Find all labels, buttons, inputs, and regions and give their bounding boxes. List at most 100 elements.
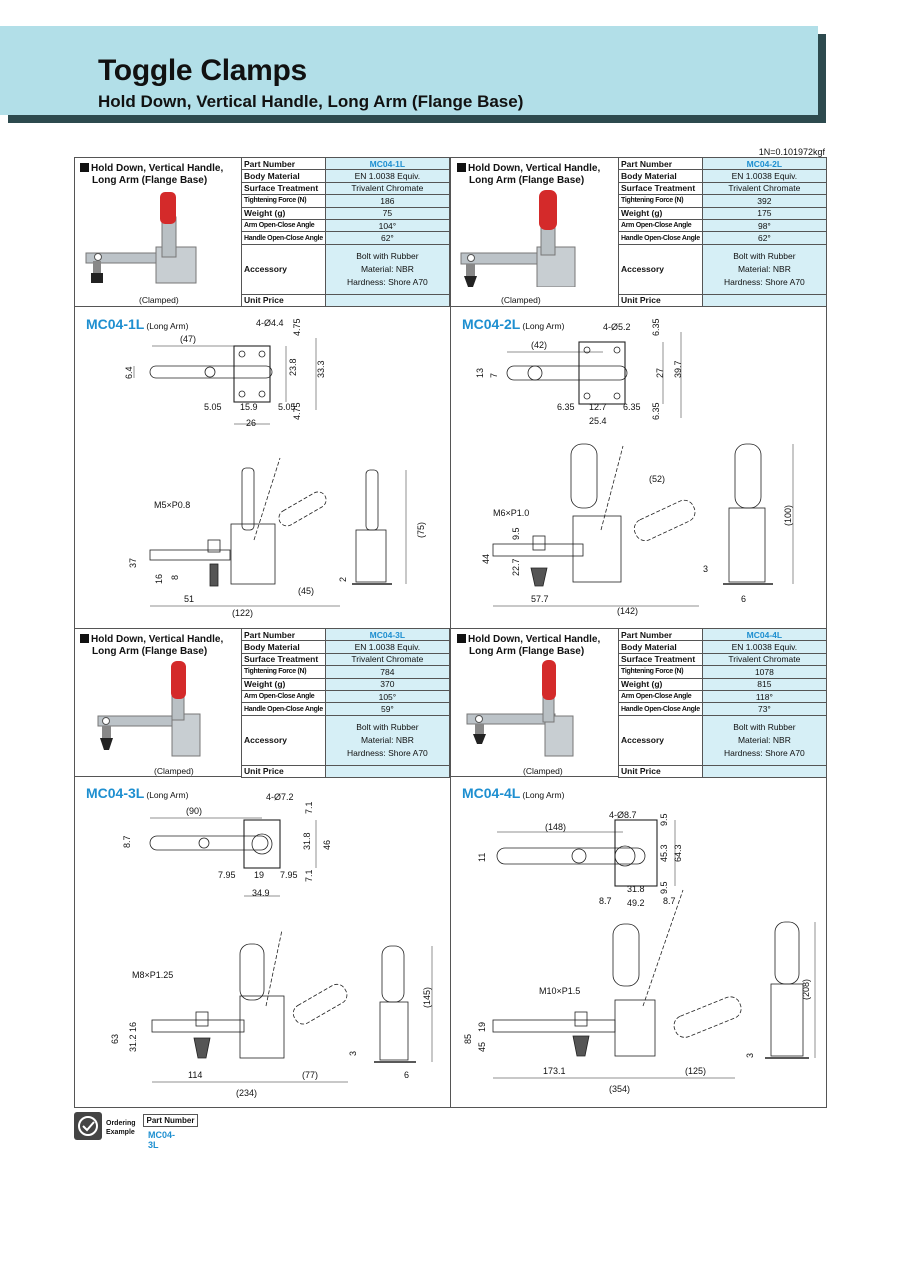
top-view [496,819,676,887]
side-view [492,443,794,607]
dim-label: 8.7 [599,896,612,906]
part-number-value: MC04-2L [701,156,828,171]
side-view [151,929,433,1083]
part-number-value: MC04-3L [324,627,451,642]
dim-label: 7.95 [280,870,298,880]
dim-label: 7 [489,373,499,378]
part-number-value: MC04-1L [324,156,451,171]
dim-label: 5.05 [278,402,296,412]
clamped-caption: (Clamped) [154,766,194,776]
dim-label: (100) [783,505,793,526]
dim-label: 13 [475,368,485,378]
center-divider [450,157,451,1108]
dim-label: (145) [422,987,432,1008]
side-view [149,457,407,607]
divider [74,628,827,629]
spec-block-mc04-1l: Hold Down, Vertical Handle,Long Arm (Fla… [74,156,451,308]
clamped-caption: (Clamped) [523,766,563,776]
dim-label: 16 [154,574,164,584]
dim-label: 6.4 [124,366,134,379]
dim-label: 9.5 [659,813,669,826]
clamp-photo [97,661,201,757]
dim-label: 3 [348,1051,358,1056]
spec-block-title: Hold Down, Vertical Handle,Long Arm (Fla… [80,163,223,187]
unit-price-field[interactable] [701,764,828,779]
dim-label: 11 [477,853,487,862]
dim-label: 6.35 [651,318,661,336]
dim-label: 44 [481,554,491,564]
spec-block-mc04-4l: Hold Down, Vertical Handle,Long Arm (Fla… [451,627,828,779]
dim-label: (42) [531,340,547,350]
dim-label: 26 [246,418,256,428]
spec-block-title: Hold Down, Vertical Handle,Long Arm (Fla… [80,634,223,658]
dim-label: 12.7 [589,402,607,412]
dim-label: 3 [745,1053,755,1058]
dim-label: 8.7 [663,896,676,906]
dim-label: 16 [128,1022,138,1032]
dim-label: M8×P1.25 [132,970,173,980]
drawing-title: MC04-4L(Long Arm) [462,785,565,801]
dim-label: 85 [463,1034,473,1044]
unit-price-field[interactable] [701,293,828,308]
dim-label: 49.2 [627,898,645,908]
dim-label: 31.8 [627,884,645,894]
dim-label: 6.35 [557,402,575,412]
page-subtitle: Hold Down, Vertical Handle, Long Arm (Fl… [98,92,524,111]
dim-label: (354) [609,1084,630,1094]
dim-label: 64.3 [673,844,683,862]
dim-label: 3 [703,564,708,574]
spec-block-mc04-2l: Hold Down, Vertical Handle,Long Arm (Fla… [451,156,828,308]
dim-label: 4-Ø8.7 [609,810,637,820]
dim-label: (77) [302,1070,318,1080]
dim-label: 5.05 [204,402,222,412]
dim-label: 6 [404,1070,409,1080]
dim-label: 15.9 [240,402,258,412]
divider [74,776,827,777]
drawing-title: MC04-3L(Long Arm) [86,785,189,801]
divider [74,306,827,307]
unit-price-field[interactable] [324,293,451,308]
dim-label: 7.1 [304,869,314,882]
unit-price-field[interactable] [324,764,451,779]
dim-label: 33.3 [316,360,326,378]
dim-label: 8.7 [122,835,132,848]
dim-label: 4-Ø7.2 [266,792,294,802]
drawing-title: MC04-1L(Long Arm) [86,316,189,332]
dim-label: 19 [477,1022,487,1032]
dim-label: 6 [741,594,746,604]
dim-label: 4.75 [292,318,302,336]
top-view [506,332,682,418]
clamped-caption: (Clamped) [139,295,179,305]
drawing-title: MC04-2L(Long Arm) [462,316,565,332]
unit-conversion-note: 1N=0.101972kgf [758,147,825,157]
dim-label: (125) [685,1066,706,1076]
dim-label: (45) [298,586,314,596]
dim-label: 6.35 [623,402,641,412]
technical-drawing-mc04-2l: 4-Ø5.2 (42) 13 7 27 39.7 6.35 6.35 12.7 … [475,318,794,616]
technical-drawing-mc04-4l: 4-Ø8.7 (148) 11 9.5 45.3 64.3 9.5 8.7 31… [463,810,816,1094]
dim-label: 8 [170,575,180,580]
dim-label: 114 [188,1070,202,1080]
side-view [492,889,816,1079]
dim-label: 7.1 [304,801,314,814]
dim-label: 46 [322,840,332,850]
dim-label: (208) [801,979,811,1000]
spec-block-title: Hold Down, Vertical Handle,Long Arm (Fla… [457,163,600,187]
dim-label: 45.3 [659,844,669,862]
dim-label: 9.5 [659,881,669,894]
header-banner [0,26,818,115]
ordering-pn-header: Part Number [143,1114,198,1127]
dim-label: 63 [110,1034,120,1044]
page-title: Toggle Clamps [98,54,307,87]
dim-label: M5×P0.8 [154,500,190,510]
dim-label: 51 [184,594,194,604]
clamped-caption: (Clamped) [501,295,541,305]
dim-label: (75) [416,522,426,538]
dim-label: (52) [649,474,665,484]
technical-drawing-mc04-3l: 4-Ø7.2 (90) 8.7 7.1 31.8 46 7.1 7.95 19 … [110,792,433,1098]
dim-label: 27 [655,368,665,378]
clamp-photo [85,192,197,284]
dim-label: M10×P1.5 [539,986,580,996]
dim-label: 9.5 [511,527,521,540]
